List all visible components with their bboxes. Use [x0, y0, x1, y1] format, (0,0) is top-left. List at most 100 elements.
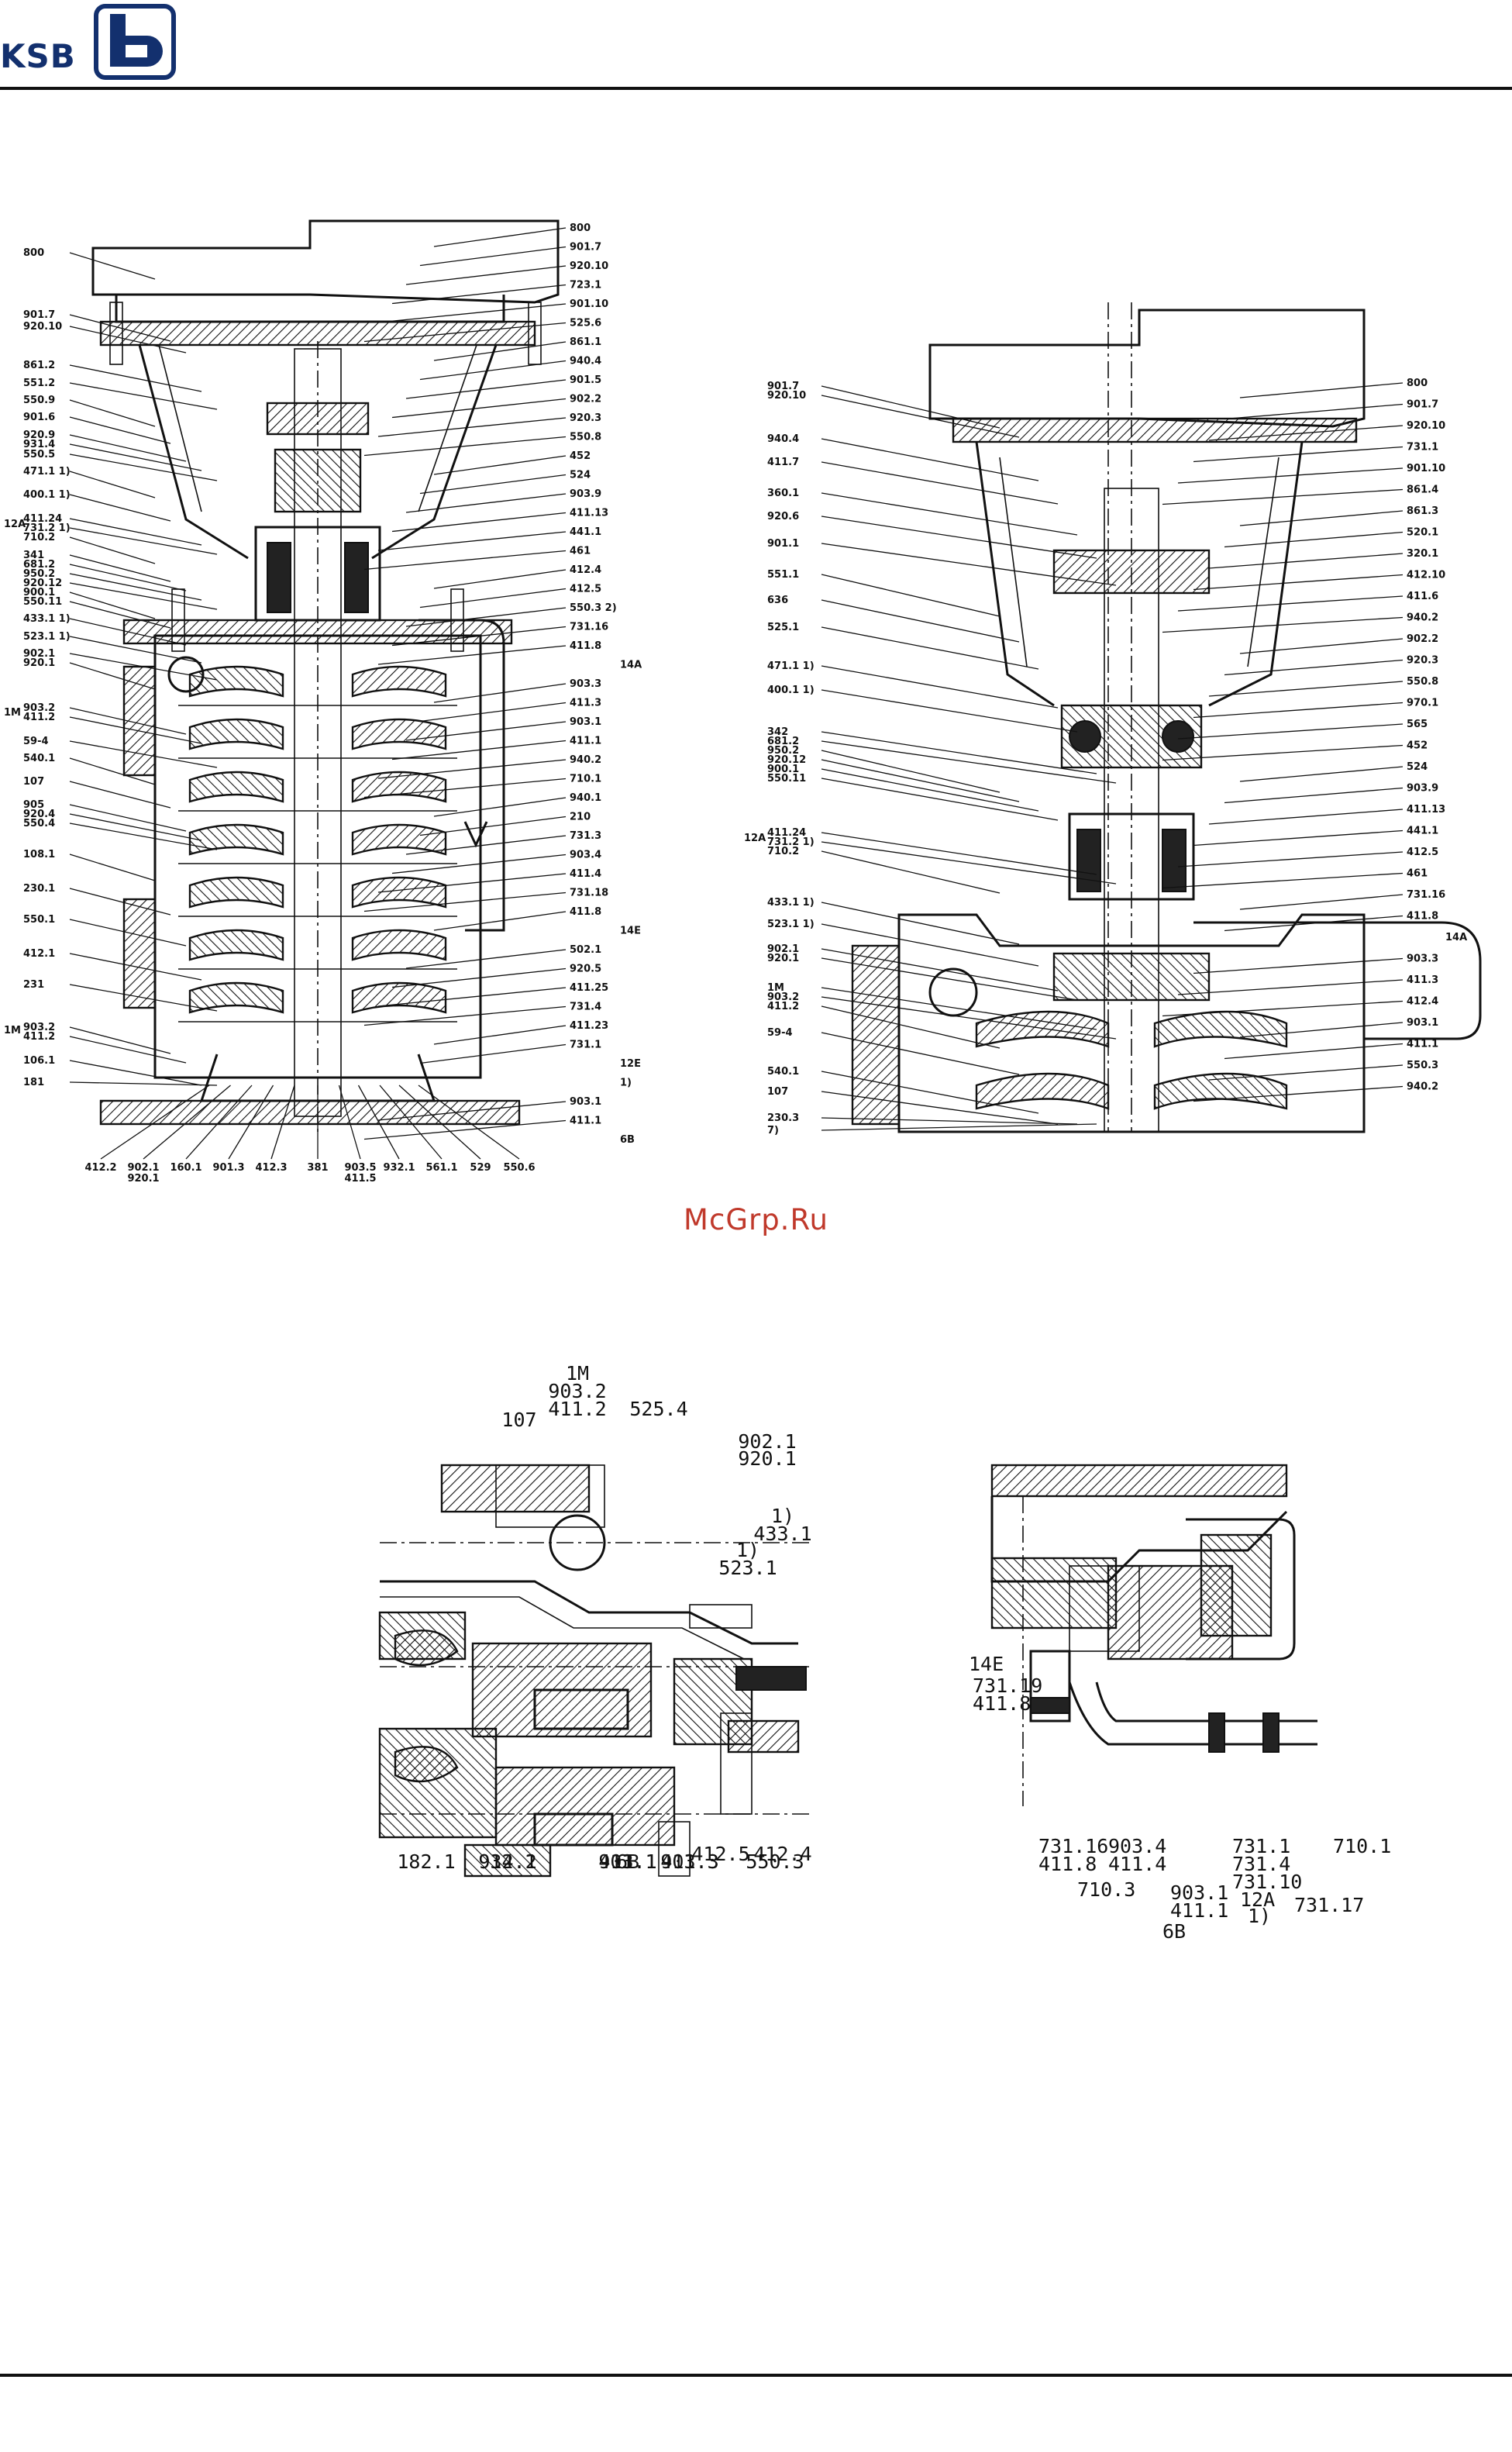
part-label: 710.1 — [1333, 1835, 1391, 1857]
part-label: 900.1 — [23, 587, 55, 598]
part-label: 411.5 — [344, 1173, 376, 1185]
part-label: 920.10 — [23, 321, 62, 333]
part-label: 441.1 — [570, 526, 601, 538]
part-label: 540.1 — [767, 1066, 799, 1078]
part-label: 411.2 — [23, 712, 55, 723]
part-label: 902.2 — [570, 394, 601, 405]
part-label: 903.2 — [23, 702, 55, 714]
part-label: 914.1 — [478, 1850, 536, 1873]
part-label: 903.2 — [548, 1380, 606, 1402]
part-label: 710.3 — [1077, 1878, 1135, 1901]
part-label: 6B — [1162, 1920, 1186, 1943]
part-label: 920.10 — [767, 390, 806, 402]
part-label: 433.1 1) — [23, 613, 71, 625]
part-label: 59-4 — [767, 1027, 793, 1039]
part-label: 731.1 — [1232, 1835, 1290, 1857]
part-label: 902.1 — [127, 1162, 159, 1174]
part-label: 731.4 — [570, 1002, 601, 1013]
part-label: 411.8 — [973, 1692, 1031, 1715]
part-label: 411.24 — [23, 513, 62, 525]
part-label: 181 — [23, 1077, 44, 1088]
part-label: 901.6 — [23, 412, 55, 423]
part-label: 411.1 — [570, 1116, 601, 1127]
part-label: 940.4 — [570, 356, 601, 367]
part-label: 903.9 — [1407, 783, 1438, 795]
part-label: 412.10 — [1407, 570, 1445, 581]
part-label: 461 — [1407, 868, 1428, 880]
drawing-d-geometry — [990, 1464, 1317, 1806]
part-label: 901.5 — [570, 374, 601, 386]
part-label: 412.3 — [255, 1162, 287, 1174]
part-label: 412.5 — [691, 1843, 749, 1865]
part-label: 14E — [969, 1653, 1004, 1675]
part-label: 412.5 — [1407, 847, 1438, 858]
part-label: 681.2 — [767, 736, 799, 747]
header-rule — [0, 87, 1512, 90]
part-label: 12A — [4, 519, 26, 530]
part-label: 800 — [23, 247, 44, 259]
part-label: 920.12 — [767, 754, 806, 766]
part-label: 14A — [1445, 932, 1467, 943]
part-label: 970.1 — [1407, 698, 1438, 709]
part-label: 901.3 — [212, 1162, 244, 1174]
part-label: 550.11 — [767, 773, 806, 785]
part-label: 901.10 — [570, 298, 608, 310]
part-label: 731.1 — [1407, 442, 1438, 453]
part-label: 433.1 — [753, 1523, 811, 1545]
part-label: 731.17 — [1294, 1894, 1364, 1916]
part-label: 341 — [23, 550, 44, 561]
part-label: 550.3 — [1407, 1060, 1438, 1071]
part-label: 412.4 — [570, 564, 601, 576]
part-label: 903.2 — [767, 991, 799, 1003]
part-label: 550.11 — [23, 596, 62, 608]
part-label: 411.13 — [1407, 804, 1445, 816]
part-label: 561.1 — [425, 1162, 457, 1174]
part-label: 932.2 — [478, 1850, 536, 1873]
part-label: 1M — [4, 1025, 21, 1036]
part-label: 452 — [570, 450, 591, 462]
part-label: 411.1 — [598, 1850, 656, 1873]
part-label: 800 — [570, 222, 591, 234]
part-label: 400.1 1) — [23, 489, 71, 501]
part-label: 903.5 — [344, 1162, 376, 1174]
part-label: 636 — [767, 595, 788, 606]
part-label: 901.7 — [767, 381, 799, 392]
part-label: 14E — [620, 926, 641, 937]
part-label: 932.1 — [383, 1162, 415, 1174]
part-label: 920.12 — [23, 578, 62, 589]
part-label: 723.1 — [570, 280, 601, 291]
part-label: 731.4 — [1232, 1853, 1290, 1875]
part-label: 14A — [620, 660, 642, 671]
part-label: 931.4 — [23, 439, 55, 450]
part-label: 360.1 — [767, 488, 799, 499]
part-label: 940.1 — [570, 792, 601, 804]
part-label: 903.2 — [23, 1022, 55, 1033]
part-label: 920.1 — [127, 1173, 159, 1185]
part-label: 411.2 — [548, 1398, 606, 1420]
part-label: 920.10 — [1407, 420, 1445, 432]
ksb-logo: KSB — [0, 0, 186, 81]
part-label: 731.2 1) — [23, 522, 71, 534]
part-label: 411.3 — [570, 698, 601, 709]
part-label: 861.1 — [570, 336, 601, 348]
part-label: 411.3 — [1407, 974, 1438, 986]
part-label: 400.1 1) — [767, 685, 815, 696]
drawing-b-labels: 901.7920.10940.4411.7360.1920.6901.1551.… — [744, 378, 1467, 1136]
part-label: 920.4 — [23, 809, 55, 820]
part-label: 731.2 1) — [767, 836, 815, 848]
part-label: 7) — [767, 1125, 779, 1136]
part-label: 502.1 — [570, 944, 601, 956]
part-label: 940.2 — [1407, 612, 1438, 624]
part-label: 6B — [616, 1850, 639, 1873]
part-label: 550.8 — [570, 432, 601, 443]
part-label: 731.19 — [973, 1674, 1042, 1697]
drawing-d-labels: 14E731.19411.8731.16411.8903.4411.4710.3… — [969, 1653, 1391, 1943]
part-label: 412.4 — [1407, 996, 1438, 1008]
part-label: 903.3 — [570, 678, 601, 690]
part-label: 940.2 — [570, 754, 601, 766]
part-label: 550.3 2) — [570, 602, 617, 614]
part-label: 230.1 — [23, 883, 55, 895]
